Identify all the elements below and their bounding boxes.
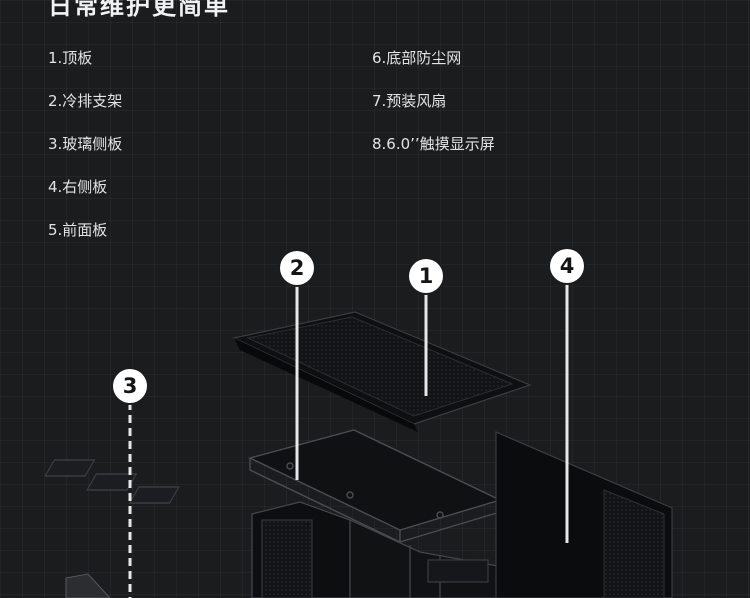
callout-1-badge: 1 [409, 259, 443, 293]
callout-2-badge: 2 [280, 251, 314, 285]
top-panel-illustration [234, 312, 530, 432]
callout-3-badge: 3 [113, 369, 147, 403]
right-side-panel-illustration [496, 432, 672, 598]
callout-4-badge: 4 [550, 249, 584, 283]
glass-side-panel-illustration [66, 574, 110, 598]
